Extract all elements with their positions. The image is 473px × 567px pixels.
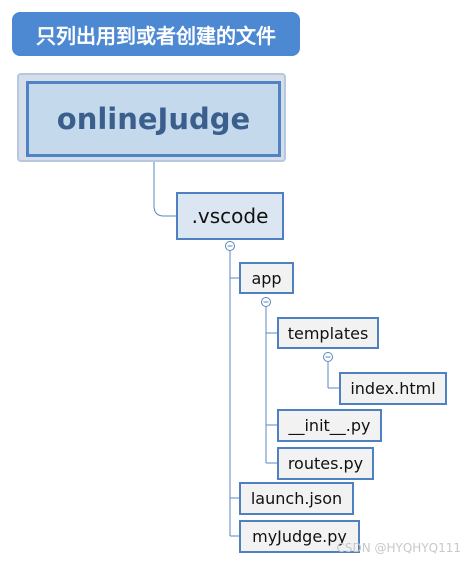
node-vscode: .vscode — [176, 192, 284, 240]
watermark: CSDN @HYQHYQ111 — [336, 541, 461, 555]
node-init-py: __init__.py — [277, 409, 382, 442]
node-templates: templates — [277, 317, 379, 349]
node-app: app — [239, 262, 294, 294]
node-launch-json: launch.json — [239, 482, 354, 515]
node-index-html: index.html — [339, 372, 447, 405]
diagram-title: 只列出用到或者创建的文件 — [12, 12, 300, 56]
node-routes-py: routes.py — [277, 447, 374, 480]
node-myjudge-py: myJudge.py — [239, 520, 360, 553]
root-node: onlineJudge — [26, 81, 281, 157]
connector-root-vscode — [153, 162, 176, 217]
